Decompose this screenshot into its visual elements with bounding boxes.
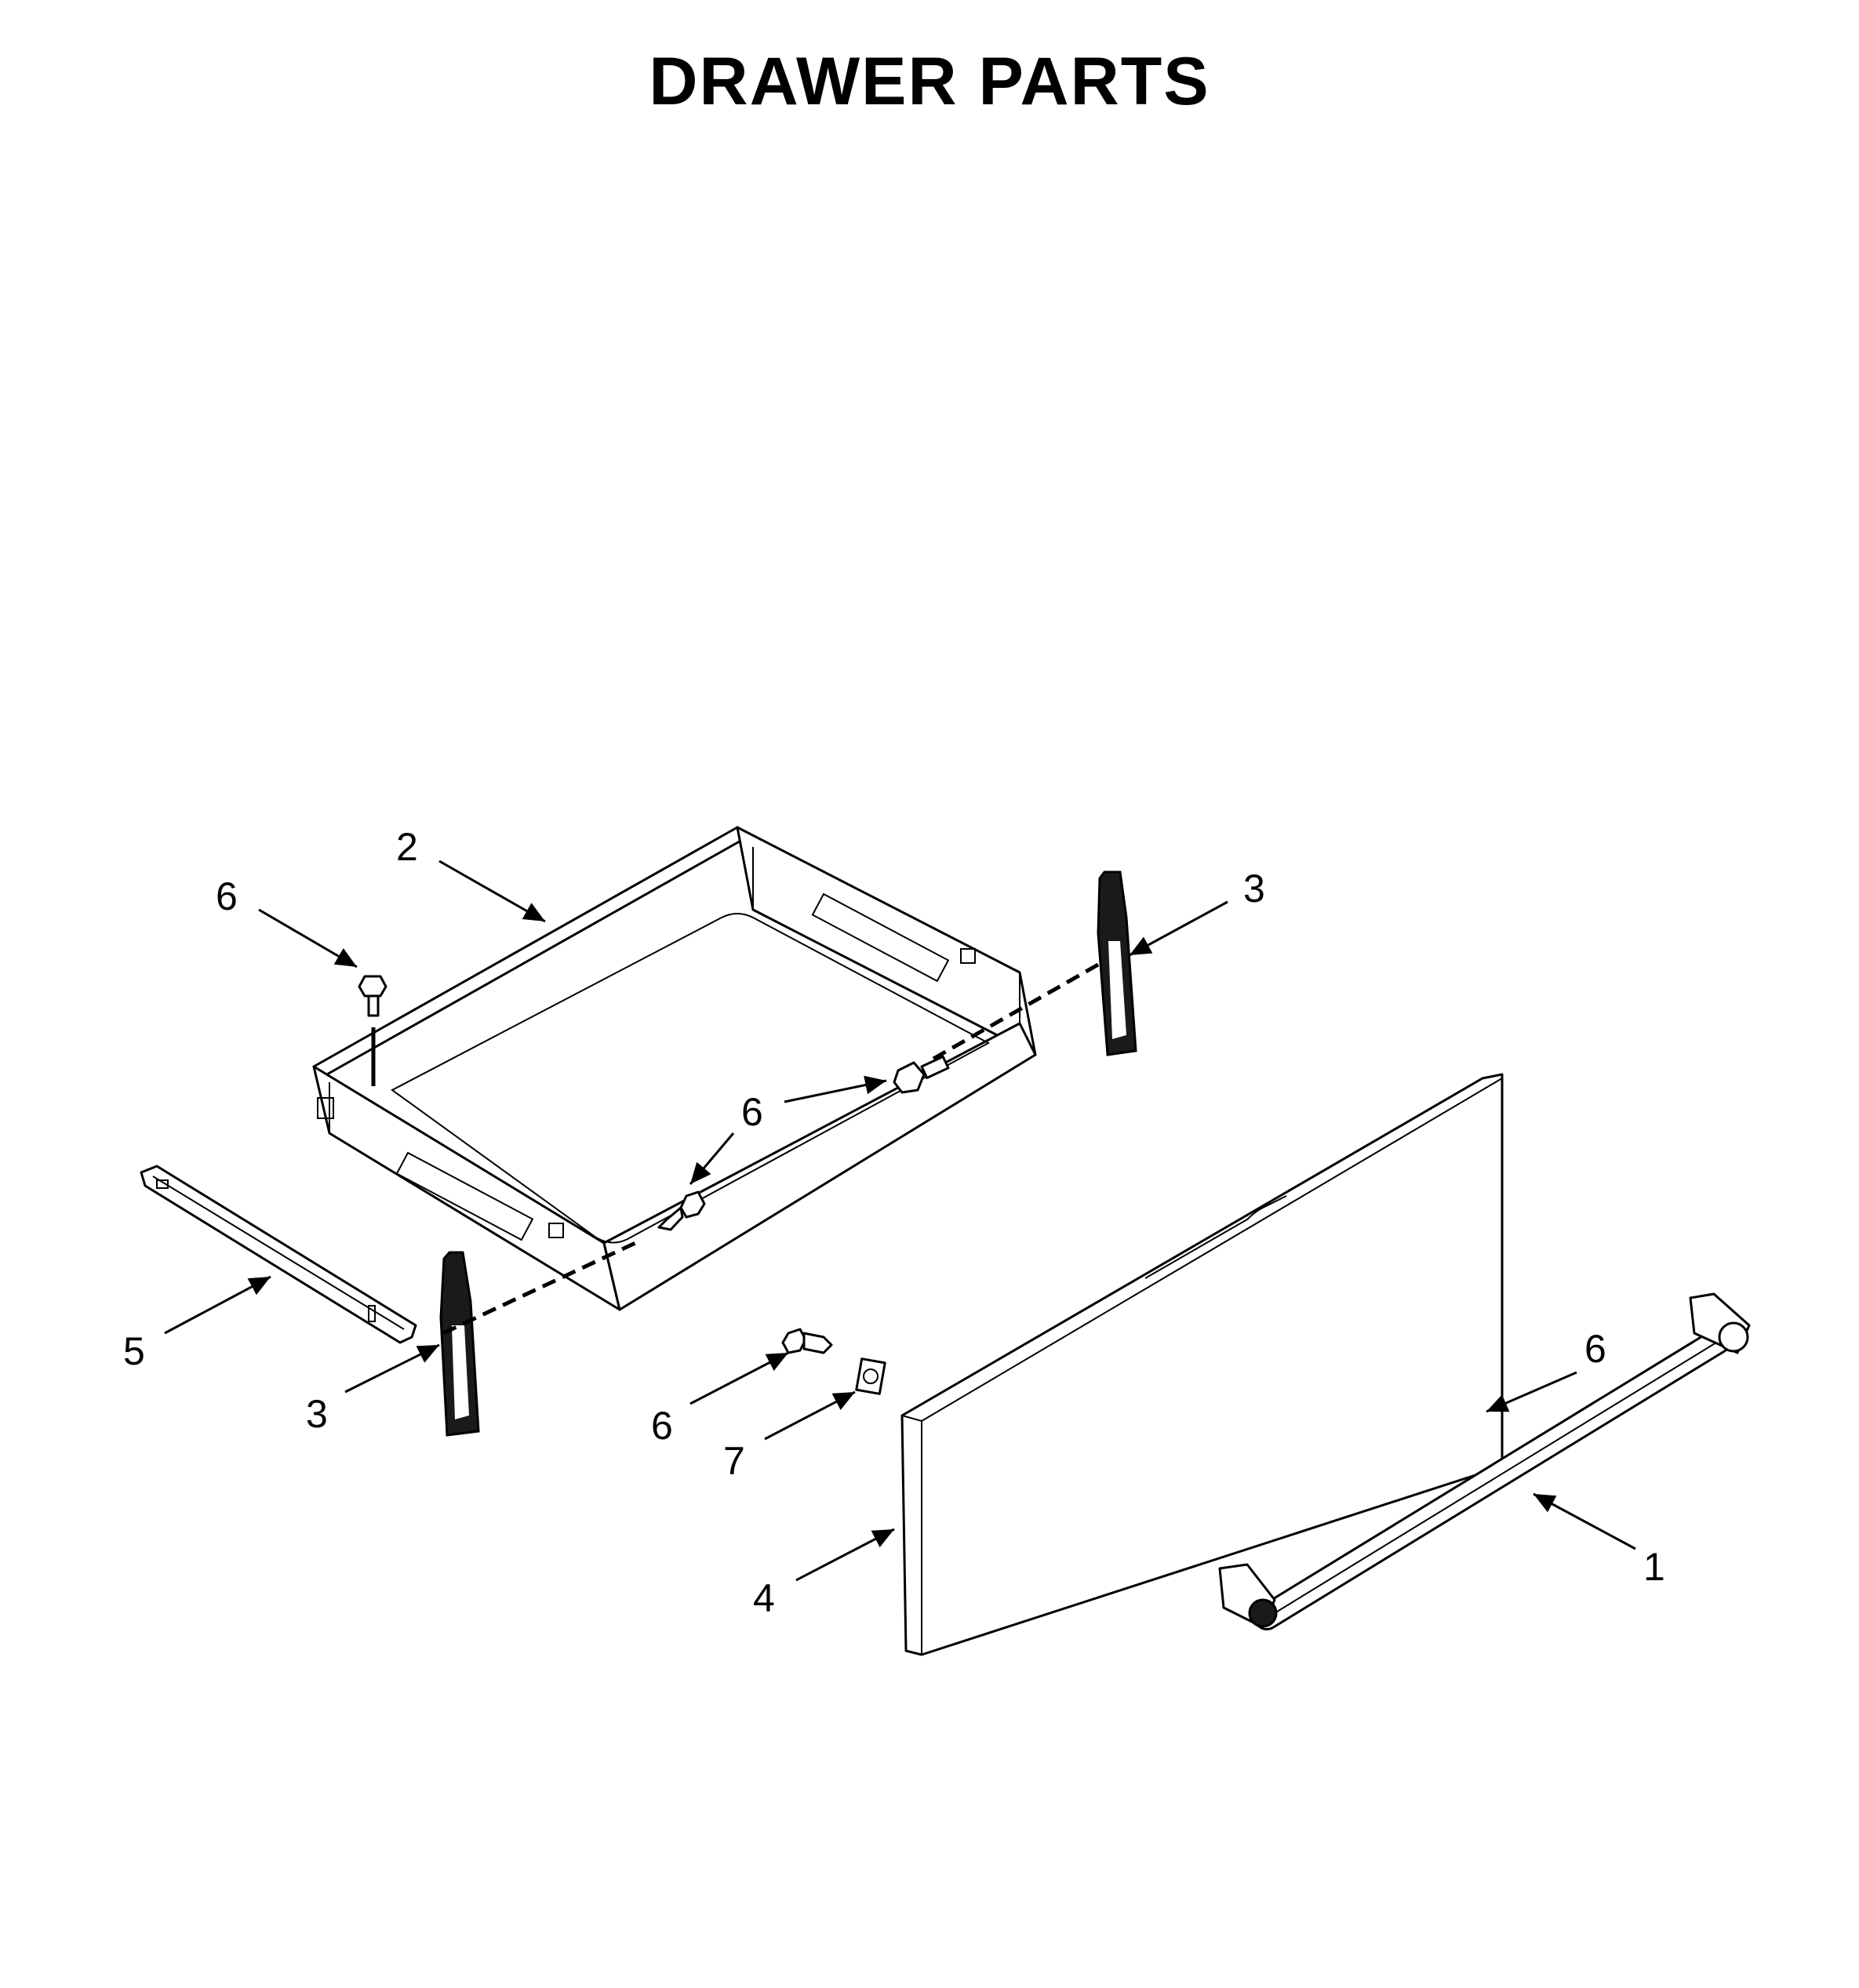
glide-bracket-left — [439, 1251, 480, 1437]
drawer-body — [312, 826, 1037, 1311]
drawer-handle — [1218, 1292, 1751, 1630]
callout-6-lower: 6 — [651, 1404, 673, 1448]
glide-bracket-right — [1097, 870, 1137, 1056]
clip-nut — [855, 1357, 886, 1395]
page-title: DRAWER PARTS — [649, 44, 1210, 119]
screw-drawer-side — [893, 1055, 950, 1094]
callout-2: 2 — [396, 825, 418, 869]
screw-drawer-front — [657, 1190, 706, 1231]
callout-5: 5 — [123, 1329, 145, 1373]
callout-6-center: 6 — [741, 1090, 763, 1134]
callout-3-right: 3 — [1243, 867, 1265, 910]
callout-7: 7 — [723, 1439, 745, 1483]
screw-loose — [781, 1328, 833, 1354]
callout-6-right: 6 — [1584, 1327, 1606, 1371]
drawer-front-panel — [900, 1073, 1504, 1656]
callout-3-left: 3 — [306, 1392, 328, 1436]
callout-4: 4 — [753, 1576, 775, 1620]
callout-6-top-left: 6 — [216, 874, 238, 918]
callout-1: 1 — [1643, 1545, 1665, 1589]
drawer-rail — [140, 1165, 417, 1344]
screw-top-left — [358, 975, 387, 1086]
callout-arrows — [164, 860, 1636, 1582]
